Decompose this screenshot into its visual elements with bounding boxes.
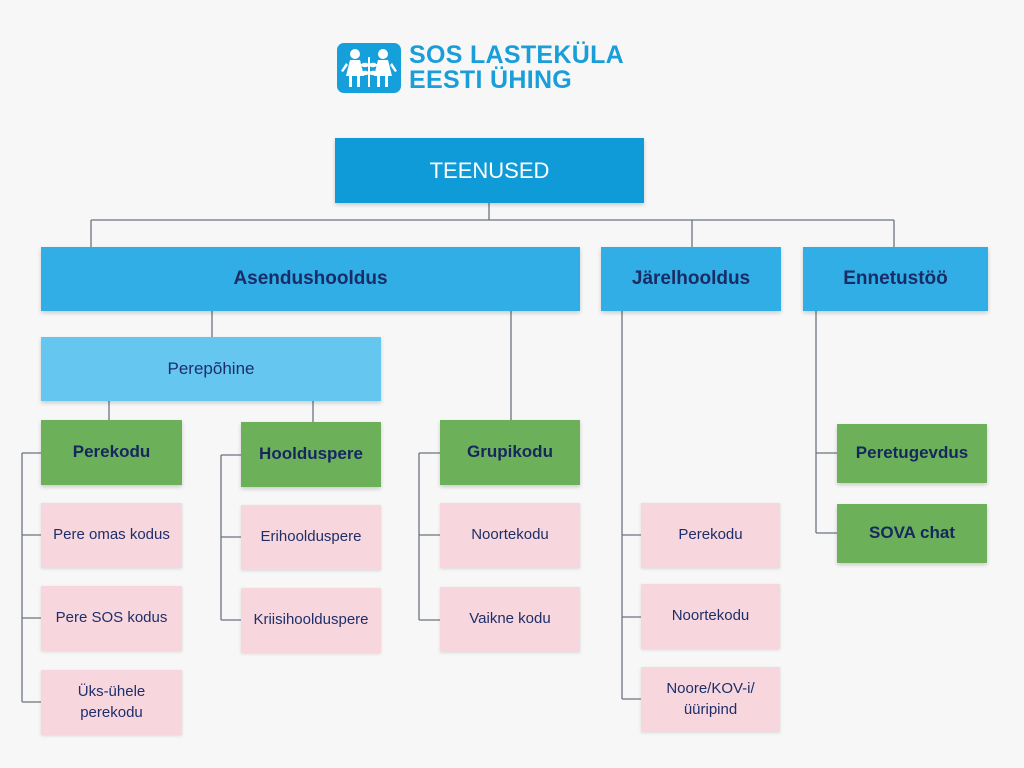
leaf-jarel-noortekodu: Noortekodu [641,584,780,649]
leaf-erihoolduspere: Erihoolduspere [241,505,381,570]
leaf-jarel-perekodu: Perekodu [641,503,780,568]
leaf-sova-chat: SOVA chat [837,504,987,563]
leaf-vaikne-kodu: Vaikne kodu [440,587,580,652]
logo-text: SOS LASTEKÜLA EESTI ÜHING [409,43,624,93]
node-teenused: TEENUSED [335,138,644,203]
node-ennetustoo: Ennetustöö [803,247,988,311]
leaf-pere-sos-kodus: Pere SOS kodus [41,586,182,651]
leaf-pere-omas-kodus: Pere omas kodus [41,503,182,568]
node-grupikodu: Grupikodu [440,420,580,485]
logo-line-1: SOS LASTEKÜLA [409,41,625,69]
leaf-noore-kov-uuripind: Noore/KOV-i/ üüripind [641,667,780,732]
leaf-peretugevdus: Peretugevdus [837,424,987,483]
node-perepohine: Perepõhine [41,337,381,401]
leaf-noortekodu: Noortekodu [440,503,580,568]
logo-line-2: EESTI ÜHING [409,66,573,94]
node-perekodu: Perekodu [41,420,182,485]
node-jarelhooldus: Järelhooldus [601,247,781,311]
sos-lastekula-logo: SOS LASTEKÜLA EESTI ÜHING [337,42,624,94]
node-asendushooldus: Asendushooldus [41,247,580,311]
leaf-kriisihoolduspere: Kriisihoolduspere [241,588,381,653]
two-children-holding-plant-logo-icon [337,43,401,93]
node-hoolduspere: Hoolduspere [241,422,381,487]
leaf-uks-uhele-perekodu: Üks-ühele perekodu [41,670,182,735]
